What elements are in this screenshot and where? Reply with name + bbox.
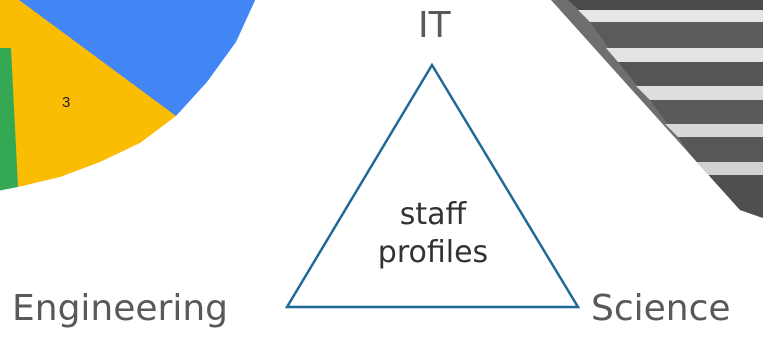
stair-step <box>590 22 763 54</box>
center-label-line: profiles <box>377 235 489 270</box>
pie-slice-yellow <box>0 0 176 187</box>
pie-chart-fragment: 3 <box>0 0 256 191</box>
stair-edge <box>665 124 763 137</box>
center-label-line: staff <box>399 197 467 232</box>
vertex-label-left: Engineering <box>12 288 228 329</box>
stair-step <box>568 0 763 12</box>
stair-step <box>678 137 763 168</box>
pie-slice-green <box>0 48 18 191</box>
stair-edge <box>636 86 763 100</box>
vertex-label-right: Science <box>591 288 731 329</box>
stair-edge <box>578 10 763 22</box>
stair-step <box>650 100 763 130</box>
triangle-shape <box>284 62 581 309</box>
triangle-center-label: staff profiles <box>366 196 500 272</box>
stair-edge <box>695 162 763 175</box>
staircase-photo <box>551 0 763 218</box>
stair-step <box>706 175 763 218</box>
pie-value-label: 3 <box>62 94 70 111</box>
stair-edge <box>606 48 763 62</box>
stair-step <box>618 62 763 92</box>
vertex-label-top: IT <box>418 5 451 46</box>
